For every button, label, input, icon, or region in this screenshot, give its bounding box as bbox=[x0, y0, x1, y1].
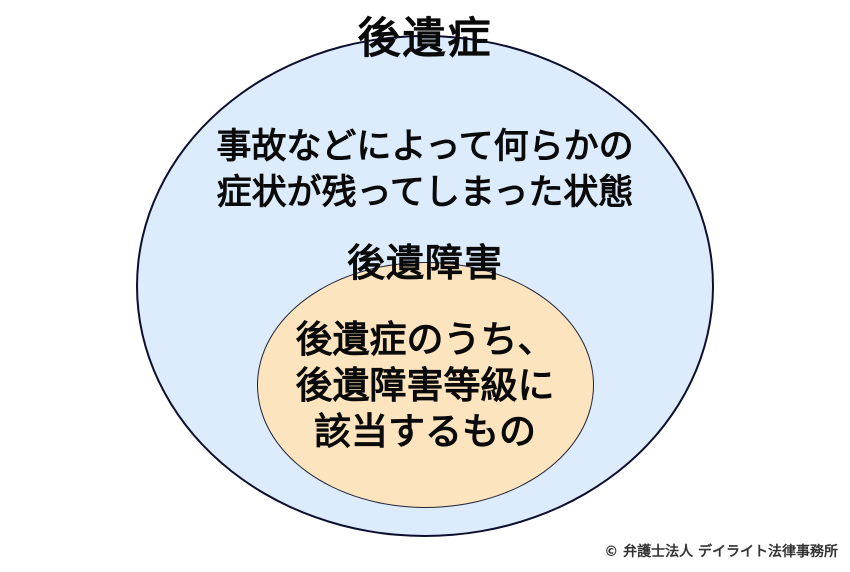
outer-description-line-1: 事故などによって何らかの bbox=[216, 127, 634, 167]
inner-title: 後遺障害 bbox=[346, 241, 503, 285]
inner-description: 後遺症のうち、 後遺障害等級に 該当するもの bbox=[0, 317, 850, 455]
outer-description-line-2: 症状が残ってしまった状態 bbox=[216, 173, 634, 213]
outer-title: 後遺症 bbox=[357, 14, 493, 64]
inner-description-line-1: 後遺症のうち、 bbox=[295, 318, 555, 361]
copyright-notice: © 弁護士法人 デイライト法律事務所 bbox=[604, 544, 838, 560]
outer-description: 事故などによって何らかの 症状が残ってしまった状態 bbox=[0, 124, 850, 216]
inner-description-line-3: 該当するもの bbox=[314, 410, 536, 453]
inner-ellipse-disability bbox=[257, 262, 594, 508]
inner-description-line-2: 後遺障害等級に bbox=[295, 364, 555, 407]
